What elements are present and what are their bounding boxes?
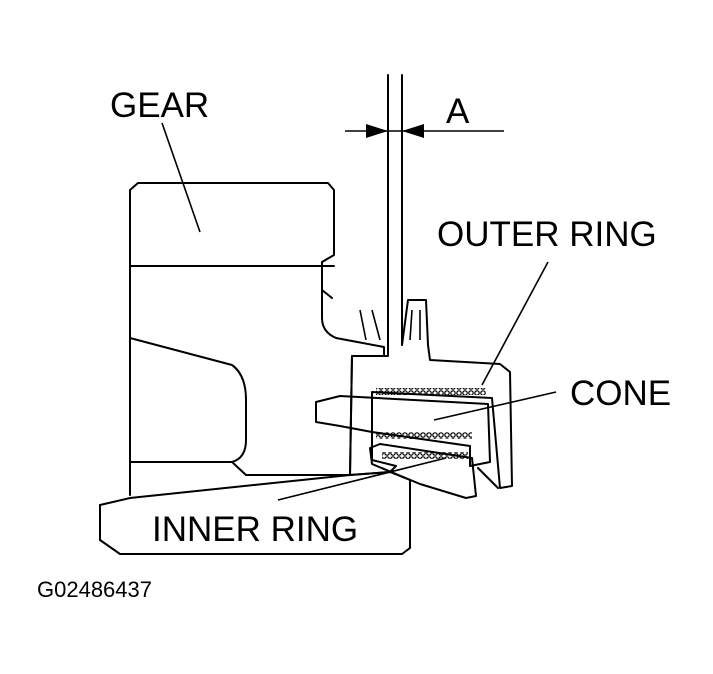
outer-ring-label: OUTER RING <box>437 215 657 254</box>
cone-label: CONE <box>570 374 671 413</box>
gear-leader-line <box>161 122 201 233</box>
dimension-a-marker <box>345 124 504 138</box>
gear-body <box>129 182 385 496</box>
inner-ring-leader-line <box>277 457 447 501</box>
cone-leader-line <box>433 391 557 421</box>
gear-label: GEAR <box>110 86 209 125</box>
dimension-a-label: A <box>446 92 470 131</box>
outer-ring-leader-line <box>481 261 549 386</box>
sleeve <box>387 74 429 346</box>
figure-code: G02486437 <box>37 577 152 602</box>
cone <box>315 388 491 467</box>
inner-ring <box>369 443 499 499</box>
inner-ring-label: INNER RING <box>152 510 358 549</box>
